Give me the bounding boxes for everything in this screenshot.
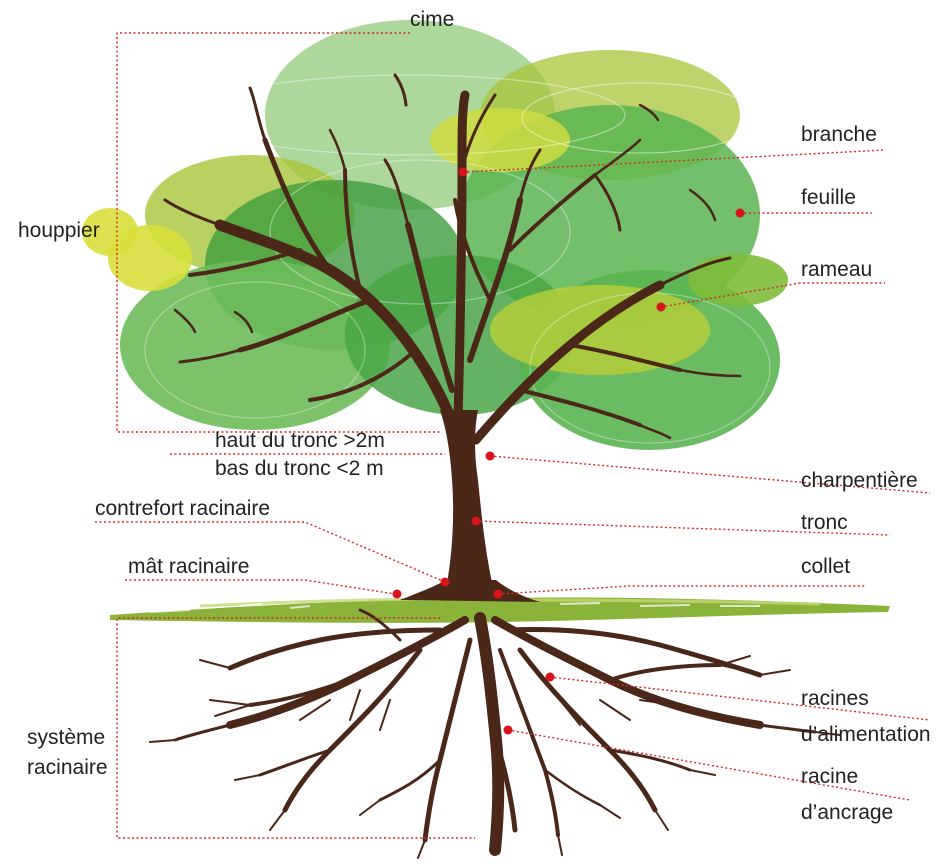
- label-systeme-line2: racinaire: [27, 757, 108, 778]
- label-contrefort-racinaire: contrefort racinaire: [95, 498, 270, 519]
- label-racines-alimentation-line1: racines: [801, 688, 869, 709]
- label-mat-racinaire: mât racinaire: [128, 556, 249, 577]
- label-collet: collet: [801, 556, 850, 577]
- collet-leader-line: [498, 586, 865, 594]
- tronc-marker: [472, 517, 481, 526]
- label-rameau: rameau: [801, 259, 872, 280]
- racine-ancrage-marker: [504, 726, 513, 735]
- mat-leader-line: [125, 580, 395, 594]
- label-racine-ancrage-line2: d’ancrage: [801, 802, 893, 823]
- charpentiere-marker: [486, 452, 495, 461]
- mat-marker: [393, 590, 402, 599]
- feuille-marker: [736, 209, 745, 218]
- label-racine-ancrage-line1: racine: [801, 766, 858, 787]
- label-haut-du-tronc: haut du tronc >2m: [215, 430, 385, 451]
- label-feuille: feuille: [801, 187, 856, 208]
- racines-alimentation-leader-line: [550, 677, 930, 720]
- label-bas-du-tronc: bas du tronc <2 m: [215, 458, 384, 479]
- root-system: [150, 610, 840, 858]
- label-charpentiere: charpentière: [801, 470, 918, 491]
- label-cime: cime: [410, 9, 454, 30]
- branche-marker: [459, 168, 468, 177]
- racines-alimentation-marker: [546, 673, 555, 682]
- collet-marker: [494, 590, 503, 599]
- label-systeme-line1: système: [27, 727, 105, 748]
- label-racines-alimentation-line2: d’alimentation: [801, 724, 931, 745]
- label-tronc: tronc: [801, 512, 848, 533]
- label-houppier: houppier: [18, 220, 100, 241]
- contrefort-marker: [441, 578, 450, 587]
- label-branche: branche: [801, 124, 877, 145]
- rameau-marker: [657, 303, 666, 312]
